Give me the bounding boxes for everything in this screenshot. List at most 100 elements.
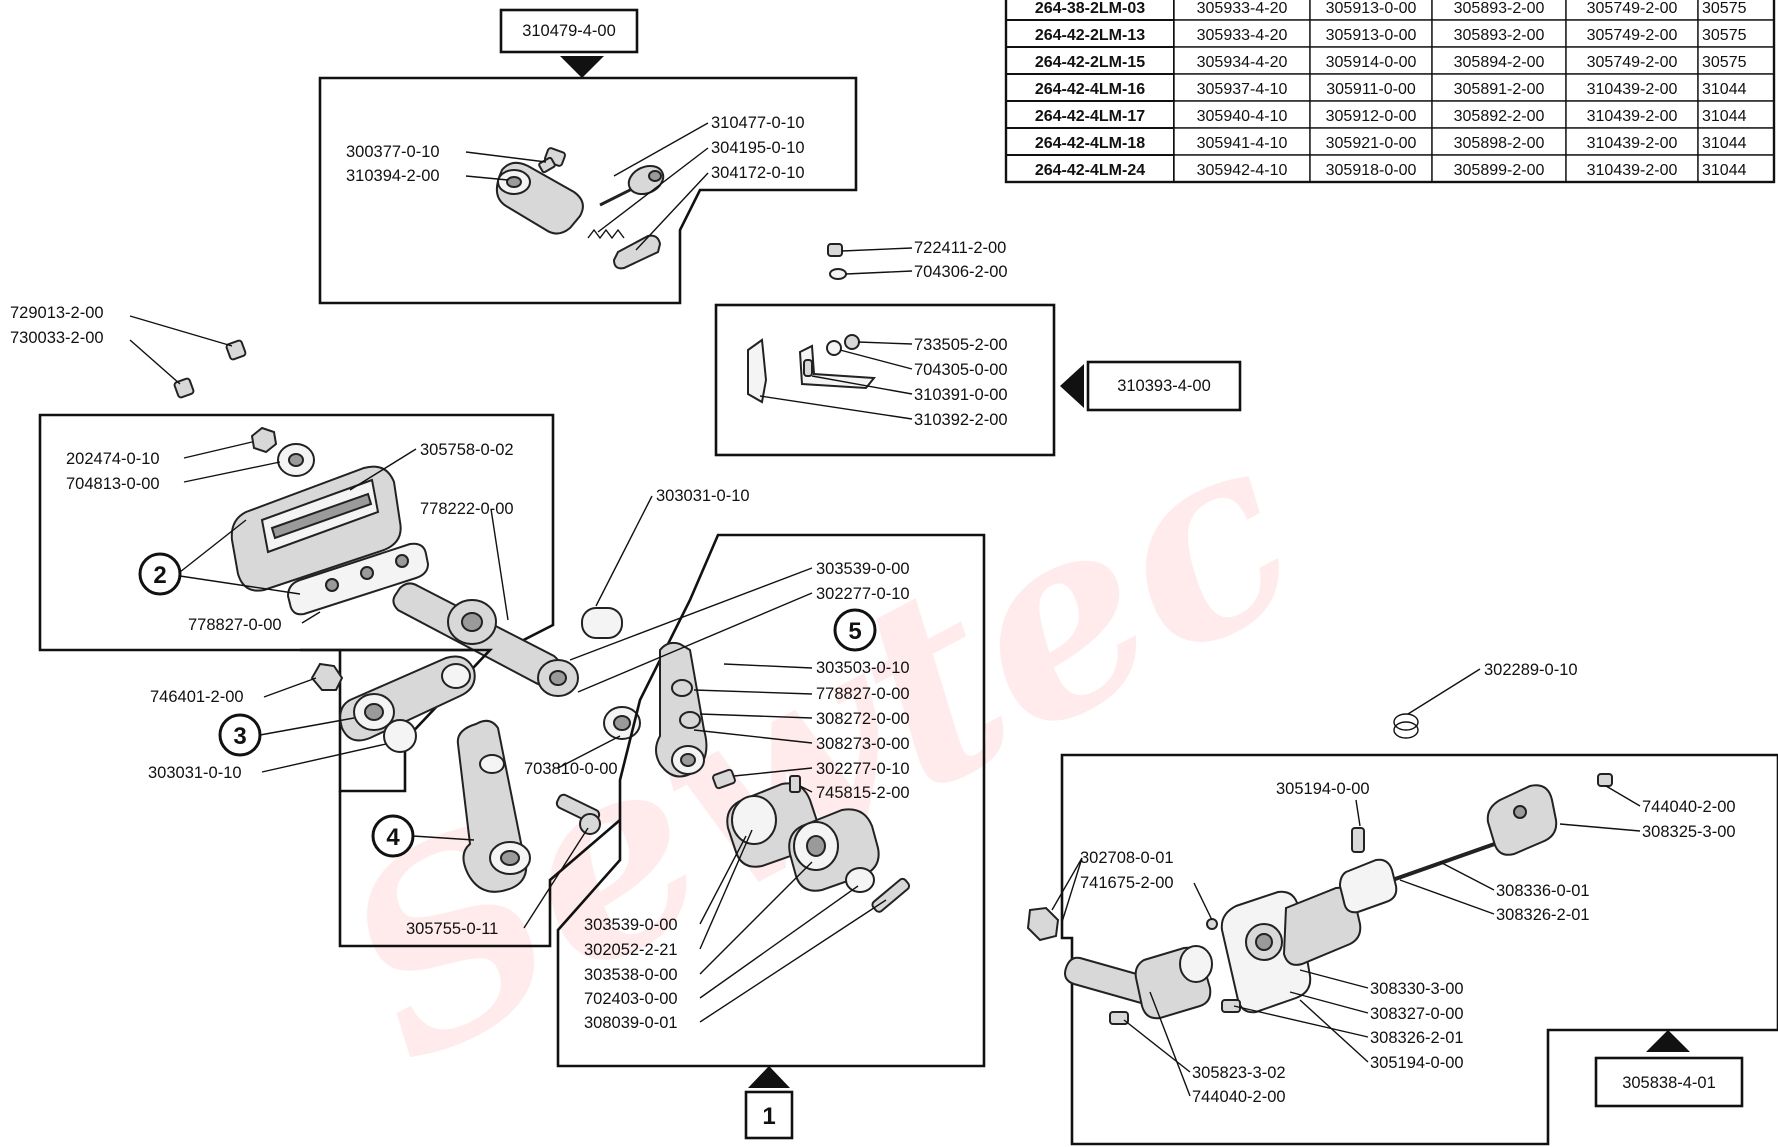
table-cell: 264-42-2LM-13: [1035, 27, 1145, 44]
assembly-305838-frame: [1060, 753, 1778, 1146]
assembly-310393-number: 310393-4-00: [1117, 377, 1211, 395]
assembly-4-frame: [338, 791, 621, 948]
part-label: 305758-0-02: [420, 441, 514, 459]
part-label: 744040-2-00: [1642, 798, 1736, 816]
table-cell-border: [1309, 100, 1433, 129]
table-cell: 31044: [1702, 81, 1747, 98]
table-cell: 305891-2-00: [1454, 81, 1545, 98]
part-label: 744040-2-00: [1192, 1088, 1286, 1106]
part-label: 308330-3-00: [1370, 980, 1464, 998]
part-label: 304195-0-10: [711, 139, 805, 157]
table-cell: 30575: [1702, 0, 1747, 17]
callout-4: 4: [371, 814, 415, 858]
table-cell-border: [1005, 127, 1175, 156]
assembly-305838-box: [1594, 1056, 1744, 1108]
table-cell-border: [1565, 46, 1699, 75]
table-cell: 30575: [1702, 27, 1747, 44]
part-labels: 300377-0-10 310394-2-00 310477-0-10 3041…: [10, 114, 1736, 1106]
table-cell-border: [1431, 46, 1567, 75]
screw-washer-drawing: [827, 243, 847, 280]
table-cell: 310439-2-00: [1587, 162, 1678, 179]
housing-drawing: [1220, 827, 1398, 1014]
table-cell-border: [1309, 154, 1433, 183]
callout-4-number: 4: [386, 824, 400, 851]
part-label: 308327-0-00: [1370, 1005, 1464, 1023]
table-cell-border: [1005, 46, 1175, 75]
bolt-drawing: [555, 793, 601, 835]
callout-5-number: 5: [848, 618, 861, 645]
part-label: 303539-0-00: [816, 560, 910, 578]
assembly-305838-group: 305838-4-01: [1026, 713, 1778, 1146]
crank-arm-drawing: [339, 655, 476, 742]
part-label: 308272-0-00: [816, 710, 910, 728]
assembly-310479-group: 310479-4-00: [318, 8, 858, 305]
locknut-drawing: [310, 662, 344, 691]
table-cell: 305933-4-20: [1197, 27, 1288, 44]
part-label: 778827-0-00: [188, 616, 282, 634]
table-cell: 31044: [1702, 162, 1747, 179]
callout-3-number: 3: [233, 723, 246, 750]
table-cell: 305921-0-00: [1326, 135, 1417, 152]
table-cell: 305894-2-00: [1454, 54, 1545, 71]
table-cell: 305749-2-00: [1587, 0, 1678, 17]
part-label: 702403-0-00: [584, 990, 678, 1008]
table-cell: 310439-2-00: [1587, 108, 1678, 125]
part-label: 305823-3-02: [1192, 1064, 1286, 1082]
table-cell: 305911-0-00: [1326, 81, 1416, 98]
table-cell: 310439-2-00: [1587, 135, 1678, 152]
adjuster-drawing: [1064, 945, 1241, 1025]
assembly-310393-frame: [714, 303, 1056, 457]
table-cell-border: [1309, 19, 1433, 48]
table-cell: 305941-4-10: [1197, 135, 1288, 152]
assembly-3-group: [300, 648, 494, 793]
table-cell: 305893-2-00: [1454, 27, 1545, 44]
arrow-up-icon: [1646, 1030, 1690, 1052]
bushing-small-drawing: [383, 719, 417, 753]
key-drawing: [712, 768, 801, 793]
table-cell: 310439-2-00: [1587, 81, 1678, 98]
table-cell: 31044: [1702, 108, 1747, 125]
table-cell-border: [1431, 127, 1567, 156]
part-label: 304172-0-10: [711, 164, 805, 182]
table-cell: 264-42-4LM-17: [1035, 108, 1145, 125]
assembly-310479-number: 310479-4-00: [522, 22, 616, 40]
table-cell-border: [1173, 19, 1311, 48]
part-label: 303031-0-10: [656, 487, 750, 505]
assembly-1-box: [744, 1090, 794, 1140]
table-cell-border: [1697, 100, 1775, 129]
part-label: 303539-0-00: [584, 916, 678, 934]
part-label: 308326-2-01: [1496, 906, 1590, 924]
table-cell-border: [1173, 100, 1311, 129]
callout-5: 5: [833, 608, 877, 652]
table-cell: 305933-4-20: [1197, 0, 1288, 17]
part-label: 302277-0-10: [816, 585, 910, 603]
part-label: 303538-0-00: [584, 966, 678, 984]
part-label: 305194-0-00: [1276, 780, 1370, 798]
part-label: 729013-2-00: [10, 304, 104, 322]
part-label: 745815-2-00: [816, 784, 910, 802]
part-label: 302277-0-10: [816, 760, 910, 778]
part-label: 308039-0-01: [584, 1014, 678, 1032]
part-label: 305194-0-00: [1370, 1054, 1464, 1072]
table-cell: 305899-2-00: [1454, 162, 1545, 179]
nut-part-drawing: [826, 334, 860, 356]
shaft-drawing: [392, 582, 641, 740]
table-cell: 305940-4-10: [1197, 108, 1288, 125]
spring-drawing: [1393, 713, 1419, 739]
table-cell-border: [1309, 127, 1433, 156]
cam-drawing: [726, 782, 911, 913]
table-cell: 264-42-4LM-16: [1035, 81, 1145, 98]
part-label: 310394-2-00: [346, 167, 440, 185]
arrow-left-icon: [1060, 364, 1084, 408]
assembly-3-frame: [300, 648, 494, 793]
part-label: 778222-0-00: [420, 500, 514, 518]
assembly-310393-group: 310393-4-00: [714, 243, 1242, 457]
part-label: 303503-0-10: [816, 659, 910, 677]
table-cell: 264-42-4LM-24: [1035, 162, 1145, 179]
part-label: 741675-2-00: [1080, 874, 1174, 892]
table-cell: 305942-4-10: [1197, 162, 1288, 179]
table-cell-border: [1565, 154, 1699, 183]
eccentric-block-drawing: [230, 465, 430, 616]
